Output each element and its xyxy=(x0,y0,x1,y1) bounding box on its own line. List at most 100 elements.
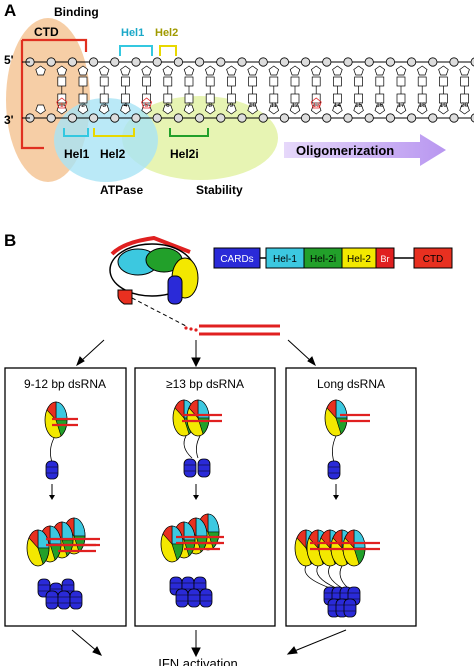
phosphate xyxy=(300,57,311,67)
ctd-bracket-left xyxy=(20,40,44,150)
complex-13bp xyxy=(160,399,224,608)
strand-3-label: 3' xyxy=(4,113,14,127)
ring-ctd xyxy=(28,529,39,549)
phosphate xyxy=(385,57,395,67)
card-domain xyxy=(327,460,341,480)
phosphate xyxy=(343,113,353,123)
sugar xyxy=(183,65,195,76)
sugar xyxy=(226,65,237,76)
phosphate xyxy=(470,57,474,67)
rigi-helicase-ring xyxy=(160,525,184,563)
base-number: 20 xyxy=(461,102,469,109)
phosphate xyxy=(131,57,141,67)
phosphate xyxy=(279,113,289,123)
panel-a-label: A xyxy=(4,1,16,20)
highlighted-base-marker xyxy=(56,97,68,109)
sugar xyxy=(162,65,174,76)
highlighted-base-marker xyxy=(310,97,322,109)
phosphate xyxy=(89,113,99,123)
base-number: 8 xyxy=(208,102,212,109)
linker xyxy=(339,565,349,589)
hel2-bottom-bracket xyxy=(93,128,135,137)
base-number: 18 xyxy=(419,102,427,109)
sugar xyxy=(332,65,343,76)
base-number: 6 xyxy=(166,102,170,109)
ctd-bracket xyxy=(22,38,88,52)
ring-hel1 xyxy=(353,529,366,549)
box-title-short: 9-12 bp dsRNA xyxy=(24,377,106,391)
phosphate xyxy=(67,57,78,67)
base-number: 9 xyxy=(230,102,234,109)
base-number: 15 xyxy=(355,102,363,109)
base-number: 2 xyxy=(81,102,85,109)
phosphate xyxy=(322,57,332,67)
sugar xyxy=(289,65,301,76)
phosphate xyxy=(152,57,162,67)
phosphate xyxy=(449,57,459,67)
card-domain xyxy=(175,588,189,608)
apo-cards xyxy=(167,275,183,305)
branch-arrows xyxy=(76,339,316,368)
sugar xyxy=(459,65,470,76)
linker xyxy=(304,565,331,589)
atpase-label: ATPase xyxy=(100,183,143,197)
hel2-top-bracket xyxy=(159,45,177,56)
oligomerization-label: Oligomerization xyxy=(296,143,394,158)
step-arrow xyxy=(333,495,339,500)
incoming-dsrna xyxy=(184,324,280,336)
base-number: 7 xyxy=(187,102,191,109)
complex-long xyxy=(294,399,380,618)
phosphate xyxy=(406,57,417,67)
rigi-helicase-ring xyxy=(186,399,210,437)
base-number: 14 xyxy=(334,102,342,109)
base xyxy=(205,76,215,87)
base-number: 4 xyxy=(124,102,128,109)
base-number: 12 xyxy=(291,102,299,109)
base-number: 17 xyxy=(397,102,405,109)
sugar xyxy=(416,104,428,115)
sugar xyxy=(268,104,280,115)
card-domain xyxy=(343,598,357,618)
base-number: 19 xyxy=(440,102,448,109)
domain-bar: CARDs Hel-1 Hel-2i Hel-2 Br CTD xyxy=(213,247,453,269)
phosphate xyxy=(258,57,268,67)
phosphate xyxy=(385,113,395,123)
card-domain xyxy=(45,590,59,610)
sugar xyxy=(35,65,46,76)
rigi-helicase-ring xyxy=(324,399,348,437)
base xyxy=(78,76,88,87)
base-number: 1 xyxy=(60,102,64,109)
phosphate xyxy=(46,113,56,123)
sugar xyxy=(416,65,428,76)
sugar xyxy=(438,65,449,76)
hel2-top-label: Hel2 xyxy=(155,27,178,39)
ring-hel1 xyxy=(207,513,220,533)
base xyxy=(121,76,130,87)
hel1-bottom-label: Hel1 xyxy=(64,147,90,161)
ring-hel2i xyxy=(171,543,184,561)
hel1-top-bracket xyxy=(119,45,153,56)
base xyxy=(290,76,300,87)
phosphate xyxy=(216,113,226,123)
strand-5-label: 5' xyxy=(4,53,14,67)
base xyxy=(248,76,257,87)
phosphate xyxy=(173,57,183,67)
phosphate xyxy=(322,113,332,123)
phosphate xyxy=(237,113,247,123)
phosphate xyxy=(110,113,120,123)
base xyxy=(57,76,67,87)
sugar xyxy=(162,104,174,115)
sugar xyxy=(374,65,386,76)
phosphate xyxy=(110,57,120,67)
ring-ctd xyxy=(174,399,185,419)
domain-cards-label: CARDs xyxy=(220,254,253,265)
phosphate xyxy=(46,57,56,67)
card-domain xyxy=(69,590,83,610)
apo-ctd xyxy=(117,289,133,305)
sugar xyxy=(35,104,46,115)
base-number: 16 xyxy=(376,102,384,109)
apo-linker xyxy=(131,297,187,327)
ifn-arrows xyxy=(71,629,347,658)
